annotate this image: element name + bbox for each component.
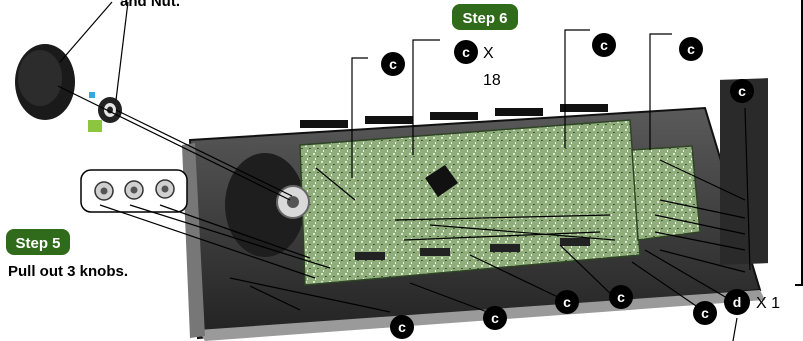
- count-x18-number: 18: [483, 72, 501, 89]
- svg-text:c: c: [398, 319, 406, 335]
- callout-c-group: c c c c c c c c c c: [381, 33, 754, 339]
- callout-c: c: [454, 40, 478, 64]
- marker-blue-icon: [89, 92, 95, 98]
- callout-c: c: [730, 79, 754, 103]
- callout-c: c: [592, 33, 616, 57]
- callout-c: c: [381, 52, 405, 76]
- callout-c: c: [609, 285, 633, 309]
- svg-text:c: c: [491, 310, 499, 326]
- svg-text:d: d: [733, 294, 742, 310]
- svg-text:c: c: [462, 44, 470, 60]
- callout-c: c: [693, 301, 717, 325]
- svg-text:Step 5: Step 5: [15, 235, 60, 252]
- count-x18-label: X: [483, 45, 494, 62]
- callout-c: c: [483, 306, 507, 330]
- svg-text:c: c: [701, 305, 709, 321]
- callout-d: d: [724, 289, 750, 315]
- svg-text:Step 6: Step 6: [462, 10, 507, 27]
- callout-c: c: [390, 315, 414, 339]
- frame-bottom-tick: [795, 284, 803, 286]
- step6-badge: Step 6: [452, 4, 518, 30]
- knob-set-icon: [80, 169, 188, 213]
- count-x1-label: X 1: [756, 295, 780, 312]
- step5-instruction: Pull out 3 knobs.: [8, 263, 128, 280]
- marker-green-icon: [88, 120, 102, 132]
- callout-c: c: [679, 37, 703, 61]
- svg-text:c: c: [563, 294, 571, 310]
- leader-lines: [57, 1, 751, 341]
- svg-text:c: c: [687, 41, 695, 57]
- frame-right-border: [801, 0, 803, 286]
- svg-text:c: c: [600, 37, 608, 53]
- svg-text:c: c: [617, 289, 625, 305]
- nut-icon: [98, 97, 122, 123]
- step5-badge: Step 5: [6, 229, 70, 255]
- circuit-board-icon: [276, 119, 701, 286]
- svg-text:c: c: [738, 83, 746, 99]
- header-text: and Nut.: [120, 0, 180, 10]
- knob-icon: [15, 44, 75, 120]
- svg-text:c: c: [389, 56, 397, 72]
- callout-c: c: [555, 290, 579, 314]
